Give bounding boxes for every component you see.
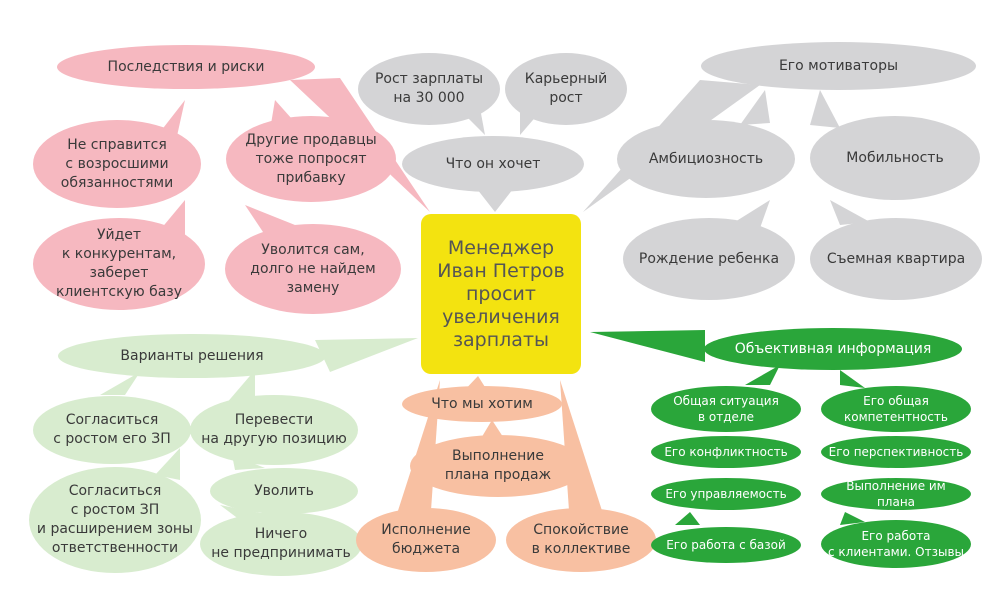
objective-database-work: Его работа с базой: [651, 527, 801, 563]
motivator-child-birth: Рождение ребенка: [623, 218, 795, 300]
tail-options-to-center: [315, 338, 418, 372]
option-raise-with-responsibility: Согласиться с ростом ЗП и расширением зо…: [29, 467, 201, 573]
tail-motivator-2: [810, 90, 840, 128]
tail-objective-4: [840, 512, 865, 525]
central-topic: Менеджер Иван Петров просит увеличения з…: [421, 214, 581, 374]
tail-option-1: [100, 372, 140, 395]
tail-motivator-1: [740, 90, 770, 125]
objective-client-work: Его работа с клиентами. Отзывы: [821, 520, 971, 568]
goal-team-calm: Спокойствие в коллективе: [506, 508, 656, 572]
objective-department-situation: Общая ситуация в отделе: [651, 386, 801, 432]
want-salary-growth: Рост зарплаты на 30 000: [358, 53, 500, 125]
risk-overload: Не справится с возросшими обязанностями: [33, 120, 201, 208]
risks-header: Последствия и риски: [57, 45, 315, 89]
objective-prospects: Его перспективность: [821, 436, 971, 468]
tail-objective-to-center: [590, 330, 705, 362]
goals-header: Что мы хотим: [402, 386, 562, 422]
goal-sales-plan: Выполнение плана продаж: [410, 435, 586, 497]
tail-objective-1: [745, 365, 780, 385]
motivator-ambition: Амбициозность: [617, 120, 795, 198]
risk-leaves-to-competitors: Уйдет к конкурентам, заберет клиентскую …: [33, 218, 205, 310]
options-header: Варианты решения: [58, 334, 326, 378]
objective-manageability: Его управляемость: [651, 478, 801, 510]
objective-competence: Его общая компетентность: [821, 386, 971, 432]
objective-header: Объективная информация: [704, 328, 962, 370]
goal-budget: Исполнение бюджета: [356, 508, 496, 572]
tail-option-3: [155, 448, 180, 480]
objective-conflict: Его конфликтность: [651, 436, 801, 468]
tail-motivator-4: [830, 200, 870, 225]
wants-header: Что он хочет: [402, 136, 584, 192]
tail-goals-3: [560, 380, 605, 525]
option-do-nothing: Ничего не предпринимать: [200, 512, 362, 576]
tail-objective-3: [675, 512, 700, 525]
motivator-mobility: Мобильность: [810, 116, 980, 200]
want-career-growth: Карьерный рост: [505, 53, 627, 125]
risk-quits-no-replacement: Уволится сам, долго не найдем замену: [225, 224, 401, 314]
motivators-header: Его мотиваторы: [701, 42, 976, 90]
option-agree-raise: Согласиться с ростом его ЗП: [33, 396, 191, 464]
objective-plan-fulfilment: Выполнение им плана: [821, 478, 971, 510]
option-fire: Уволить: [210, 468, 358, 514]
tail-objective-2: [840, 370, 865, 388]
motivator-rented-flat: Съемная квартира: [810, 218, 982, 300]
option-transfer: Перевести на другую позицию: [190, 395, 358, 465]
risk-others-ask-raise: Другие продавцы тоже попросят прибавку: [226, 116, 396, 202]
